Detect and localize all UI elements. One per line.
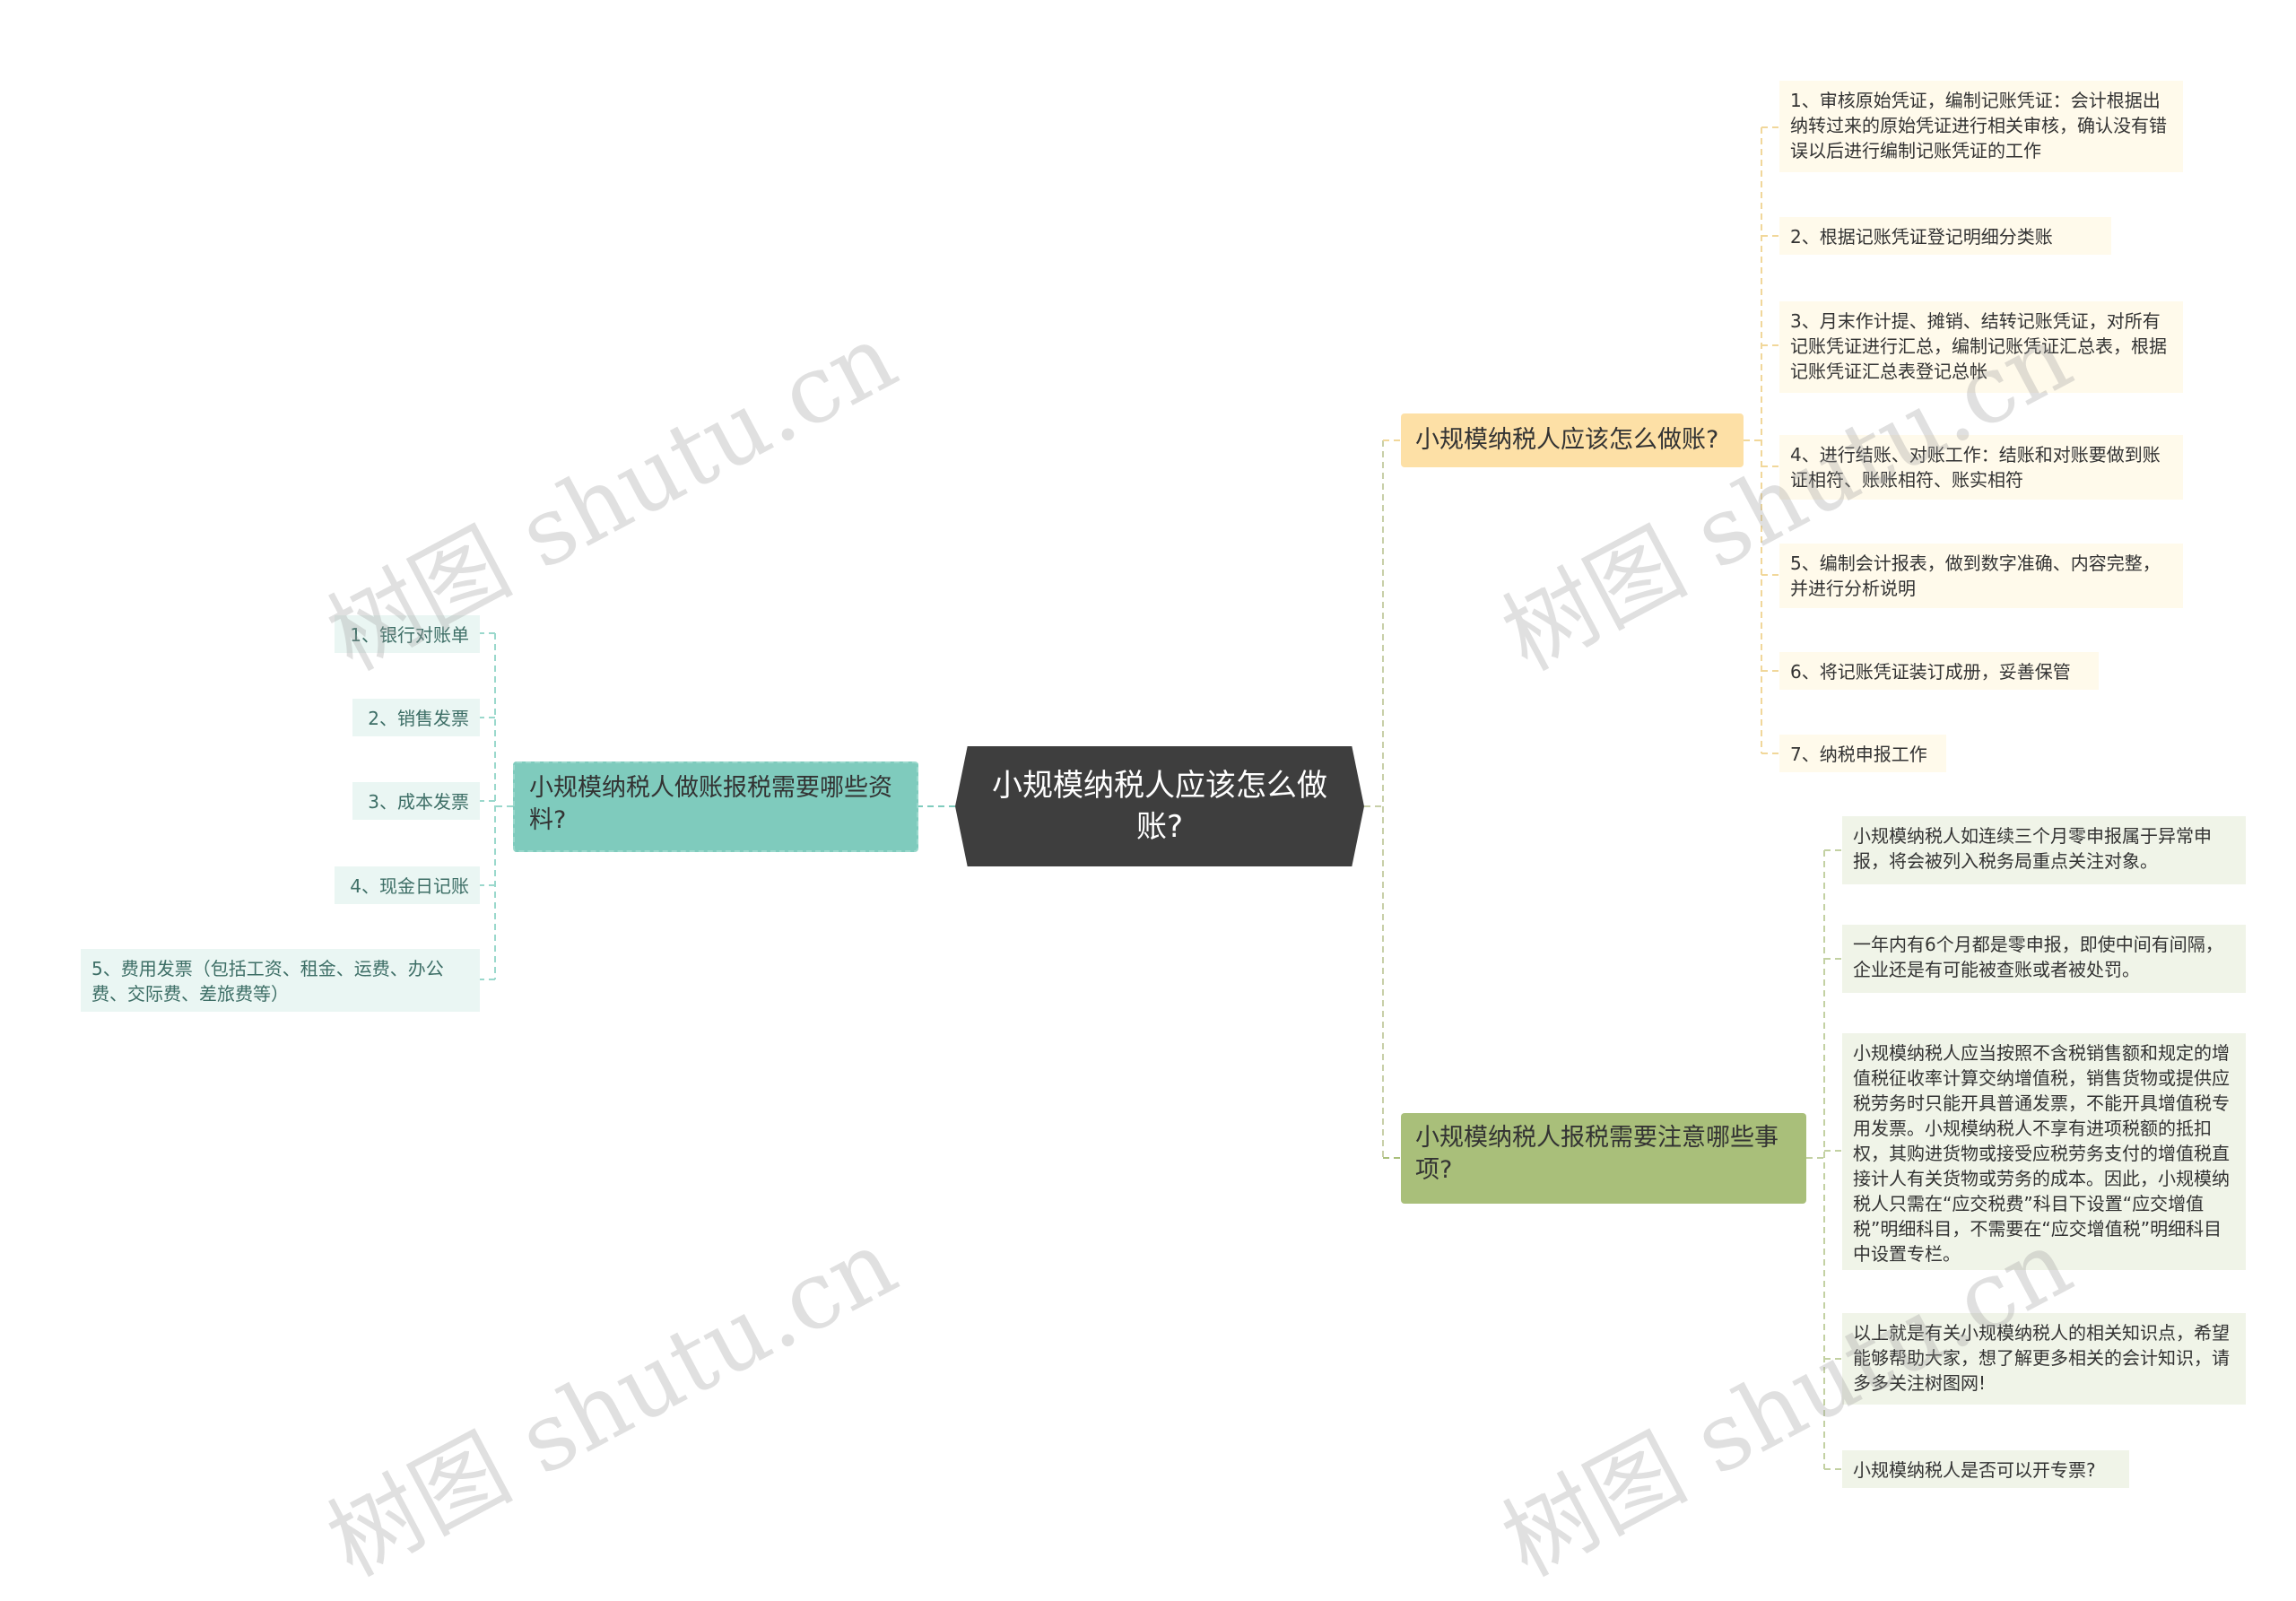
- connector-tax-trunk: [1806, 850, 1825, 1469]
- connector-left-trunk: [494, 633, 513, 979]
- branch-how-to-bookkeep-label: 小规模纳税人应该怎么做账?: [1415, 426, 1719, 454]
- connector-center-right: [1364, 440, 1384, 1158]
- acct-leaf-7-text: 7、纳税申报工作: [1790, 744, 1927, 765]
- branch-how-to-bookkeep[interactable]: 小规模纳税人应该怎么做账?: [1401, 413, 1744, 467]
- acct-leaf-5-text: 5、编制会计报表，做到数字准确、内容完整，并进行分析说明: [1790, 553, 2161, 599]
- left-leaf-3-text: 3、成本发票: [368, 791, 469, 813]
- left-leaf-3[interactable]: 3、成本发票: [352, 782, 480, 820]
- left-leaf-1[interactable]: 1、银行对账单: [335, 615, 480, 653]
- left-leaf-1-text: 1、银行对账单: [350, 624, 469, 646]
- tax-leaf-5-text: 小规模纳税人是否可以开专票?: [1853, 1459, 2096, 1481]
- branch-tax-filing-notes-label: 小规模纳税人报税需要注意哪些事项?: [1415, 1124, 1779, 1184]
- acct-leaf-6-text: 6、将记账凭证装订成册，妥善保管: [1790, 661, 2071, 683]
- acct-leaf-3[interactable]: 3、月末作计提、摊销、结转记账凭证，对所有记账凭证进行汇总，编制记账凭证汇总表，…: [1779, 301, 2183, 393]
- tax-leaf-2[interactable]: 一年内有6个月都是零申报，即使中间有间隔，企业还是有可能被查账或者被处罚。: [1842, 925, 2246, 993]
- tax-leaf-3[interactable]: 小规模纳税人应当按照不含税销售额和规定的增值税征收率计算交纳增值税，销售货物或提…: [1842, 1033, 2246, 1270]
- branch-required-materials[interactable]: 小规模纳税人做账报税需要哪些资料?: [513, 761, 918, 852]
- left-leaf-5-text: 5、费用发票（包括工资、租金、运费、办公费、交际费、差旅费等）: [91, 958, 444, 1005]
- acct-leaf-5[interactable]: 5、编制会计报表，做到数字准确、内容完整，并进行分析说明: [1779, 544, 2183, 608]
- acct-leaf-3-text: 3、月末作计提、摊销、结转记账凭证，对所有记账凭证进行汇总，编制记账凭证汇总表，…: [1790, 310, 2167, 382]
- left-leaf-2-text: 2、销售发票: [368, 708, 469, 729]
- acct-leaf-4-text: 4、进行结账、对账工作：结账和对账要做到账证相符、账账相符、账实相符: [1790, 444, 2161, 491]
- acct-leaf-1-text: 1、审核原始凭证，编制记账凭证：会计根据出纳转过来的原始凭证进行相关审核，确认没…: [1790, 90, 2167, 161]
- connector-accounting-trunk: [1744, 127, 1762, 753]
- acct-leaf-7[interactable]: 7、纳税申报工作: [1779, 735, 1946, 772]
- tax-leaf-1-text: 小规模纳税人如连续三个月零申报属于异常申报，将会被列入税务局重点关注对象。: [1853, 825, 2212, 872]
- left-leaf-4-text: 4、现金日记账: [350, 875, 469, 897]
- center-topic-label: 小规模纳税人应该怎么做账?: [992, 768, 1327, 845]
- branch-required-materials-label: 小规模纳税人做账报税需要哪些资料?: [529, 774, 892, 834]
- acct-leaf-1[interactable]: 1、审核原始凭证，编制记账凭证：会计根据出纳转过来的原始凭证进行相关审核，确认没…: [1779, 81, 2183, 172]
- tax-leaf-1[interactable]: 小规模纳税人如连续三个月零申报属于异常申报，将会被列入税务局重点关注对象。: [1842, 816, 2246, 884]
- left-leaf-2[interactable]: 2、销售发票: [352, 699, 480, 736]
- acct-leaf-2[interactable]: 2、根据记账凭证登记明细分类账: [1779, 217, 2111, 255]
- tax-leaf-3-text: 小规模纳税人应当按照不含税销售额和规定的增值税征收率计算交纳增值税，销售货物或提…: [1853, 1042, 2230, 1265]
- left-leaf-5[interactable]: 5、费用发票（包括工资、租金、运费、办公费、交际费、差旅费等）: [81, 949, 480, 1012]
- tax-leaf-2-text: 一年内有6个月都是零申报，即使中间有间隔，企业还是有可能被查账或者被处罚。: [1853, 934, 2223, 980]
- acct-leaf-4[interactable]: 4、进行结账、对账工作：结账和对账要做到账证相符、账账相符、账实相符: [1779, 435, 2183, 500]
- acct-leaf-2-text: 2、根据记账凭证登记明细分类账: [1790, 226, 2053, 248]
- branch-tax-filing-notes[interactable]: 小规模纳税人报税需要注意哪些事项?: [1401, 1113, 1806, 1204]
- tax-leaf-4[interactable]: 以上就是有关小规模纳税人的相关知识点，希望能够帮助大家，想了解更多相关的会计知识…: [1842, 1313, 2246, 1405]
- tax-leaf-4-text: 以上就是有关小规模纳税人的相关知识点，希望能够帮助大家，想了解更多相关的会计知识…: [1853, 1322, 2230, 1394]
- left-leaf-4[interactable]: 4、现金日记账: [335, 866, 480, 904]
- center-topic[interactable]: 小规模纳税人应该怎么做账?: [955, 746, 1364, 866]
- connector-lines: [480, 126, 1842, 1470]
- tax-leaf-5[interactable]: 小规模纳税人是否可以开专票?: [1842, 1450, 2129, 1488]
- acct-leaf-6[interactable]: 6、将记账凭证装订成册，妥善保管: [1779, 652, 2099, 690]
